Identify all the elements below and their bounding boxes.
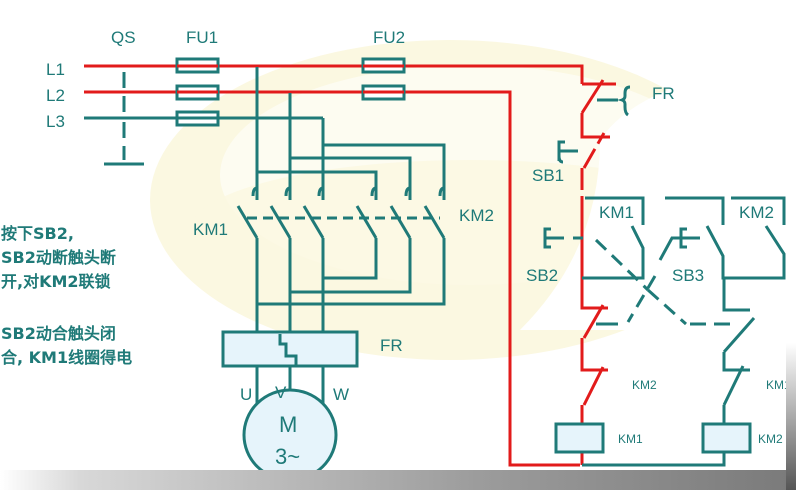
label-v: V	[275, 383, 287, 402]
note-line: 合, KM1线圈得电	[1, 348, 133, 367]
label-sb1: SB1	[532, 166, 564, 185]
note-line: 按下SB2,	[1, 224, 74, 243]
label-sb3: SB3	[672, 266, 704, 285]
bottom-shadow	[0, 470, 796, 490]
background-swoosh	[150, 40, 790, 360]
label-km1-hold: KM1	[599, 203, 634, 222]
label-fu1: FU1	[186, 28, 218, 47]
km1-coil	[554, 422, 605, 454]
label-km2-interlock: KM2	[632, 378, 657, 392]
label-u: U	[240, 385, 252, 404]
note-line: SB2动合触头闭	[1, 324, 116, 343]
label-qs: QS	[111, 28, 136, 47]
label-km2-main: KM2	[459, 206, 494, 225]
km2-coil	[701, 422, 752, 454]
label-l3: L3	[46, 112, 65, 131]
fr-main-box	[221, 330, 359, 368]
label-motor-phase: 3~	[275, 444, 300, 469]
annotation-km1-energize: SB2动合触头闭 合, KM1线圈得电	[1, 322, 132, 370]
main-circuit	[84, 57, 584, 482]
label-fu2: FU2	[373, 28, 405, 47]
label-km1-interlock: KM1	[766, 378, 791, 392]
qs-switch	[104, 72, 144, 166]
label-km1-main: KM1	[193, 220, 228, 239]
label-fr-ctrl: FR	[652, 84, 675, 103]
line-l1	[84, 64, 584, 84]
control-circuit	[543, 79, 786, 467]
note-line: SB2动断触头断	[1, 248, 116, 267]
label-fr-main: FR	[380, 336, 403, 355]
annotation-sb2-interlock: 按下SB2, SB2动断触头断 开,对KM2联锁	[1, 222, 116, 294]
note-line: 开,对KM2联锁	[1, 272, 111, 291]
right-shadow	[786, 0, 796, 490]
label-km2-hold: KM2	[739, 203, 774, 222]
label-l2: L2	[46, 86, 65, 105]
label-w: W	[333, 385, 349, 404]
line-l2	[84, 90, 580, 467]
label-motor-m: M	[279, 412, 297, 437]
label-l1: L1	[46, 60, 65, 79]
label-sb2: SB2	[526, 266, 558, 285]
label-km2-coil: KM2	[758, 432, 783, 446]
label-km1-coil: KM1	[618, 432, 643, 446]
